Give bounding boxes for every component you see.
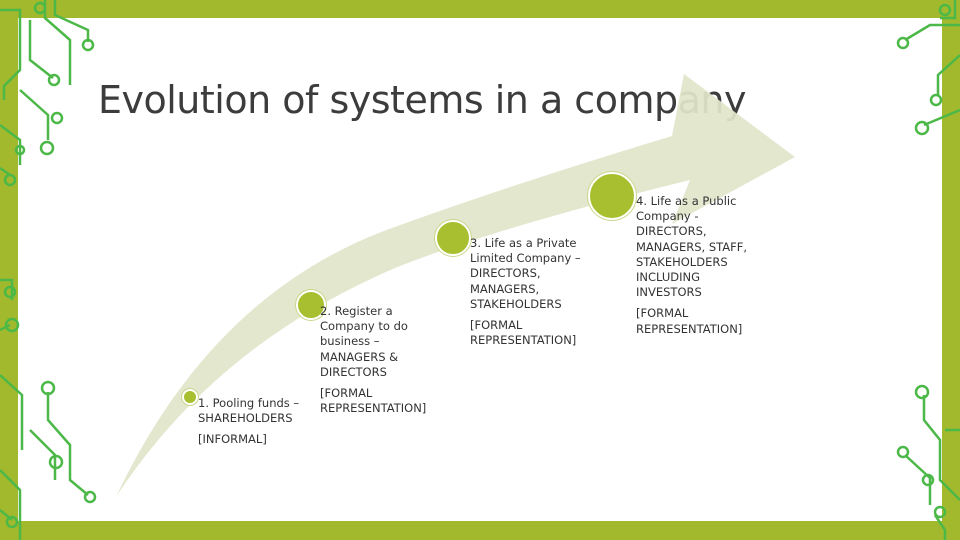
circuit-bottom-right	[896, 384, 960, 540]
circuit-bottom-left	[0, 374, 97, 540]
step-3-node	[435, 220, 471, 256]
step-1-text: 1. Pooling funds – SHAREHOLDERS	[198, 396, 300, 426]
step-4-text: 4. Life as a Public Company - DIRECTORS,…	[636, 194, 748, 300]
step-4-node	[588, 172, 636, 220]
circuit-top-right	[896, 0, 960, 136]
step-3-label: 3. Life as a Private Limited Company – D…	[470, 236, 594, 348]
step-1-tag: [INFORMAL]	[198, 432, 267, 447]
step-2-tag: [FORMAL REPRESENTATION]	[320, 386, 427, 416]
step-2-label: 2. Register a Company to do business – M…	[320, 304, 442, 416]
step-1-label: 1. Pooling funds – SHAREHOLDERS [INFORMA…	[198, 396, 310, 448]
slide-title: Evolution of systems in a company	[98, 78, 746, 122]
frame-top-border	[0, 0, 960, 18]
circuit-top-left	[0, 0, 95, 187]
frame-right-border	[942, 0, 960, 540]
step-3-text: 3. Life as a Private Limited Company – D…	[470, 236, 581, 311]
step-4-tag: [FORMAL REPRESENTATION]	[636, 306, 743, 336]
step-1-node	[182, 389, 198, 405]
circuit-left-middle	[0, 278, 20, 333]
frame-bottom-border	[0, 521, 960, 540]
step-4-label: 4. Life as a Public Company - DIRECTORS,…	[636, 194, 760, 337]
step-2-node	[296, 290, 326, 320]
step-3-tag: [FORMAL REPRESENTATION]	[470, 318, 577, 348]
step-2-text: 2. Register a Company to do business – M…	[320, 304, 408, 379]
